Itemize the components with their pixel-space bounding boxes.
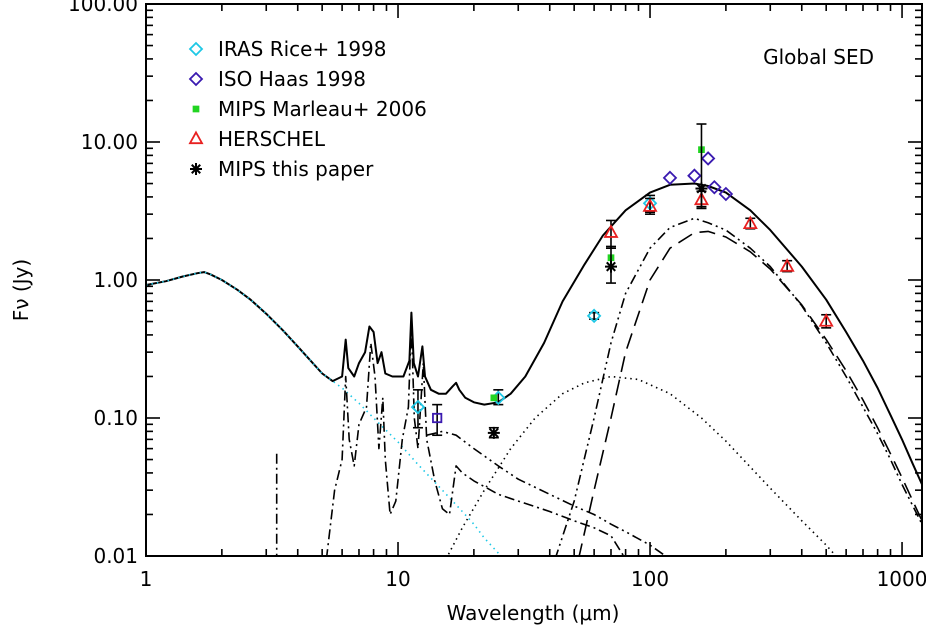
data-point-3-1 — [642, 198, 658, 212]
data-point-3-5 — [818, 313, 834, 327]
data-point-3-4 — [779, 258, 795, 272]
model-curve-solid-0 — [146, 182, 922, 485]
y-tick-label: 0.01 — [93, 544, 138, 568]
x-tick-label: 10 — [385, 567, 410, 591]
y-tick-label: 1.00 — [93, 268, 138, 292]
legend-marker-4 — [190, 163, 202, 175]
x-axis-label: Wavelength (μm) — [447, 601, 620, 625]
data-point-1-1 — [687, 168, 702, 183]
model-curve-dash-dot-dot-6 — [555, 217, 922, 556]
data-point-3-3 — [742, 215, 758, 229]
legend-marker-0 — [188, 41, 204, 57]
x-tick-label: 100 — [631, 567, 669, 591]
data-points — [410, 123, 834, 439]
data-point-3-0 — [603, 224, 619, 238]
data-point-1-2 — [700, 151, 716, 166]
data-point-5-0 — [432, 412, 443, 424]
legend-label-4: MIPS this paper — [218, 157, 374, 181]
model-curve-dashed-7 — [578, 230, 922, 556]
data-point-1-0 — [662, 170, 678, 186]
y-tick-label: 0.10 — [93, 406, 138, 430]
y-axis-label: Fν (Jy) — [9, 259, 33, 321]
y-tick-label: 10.00 — [81, 130, 138, 154]
data-point-0-0 — [410, 399, 426, 415]
legend-label-2: MIPS Marleau+ 2006 — [218, 97, 427, 121]
legend-marker-2 — [192, 105, 200, 113]
axis-ticks: 1 10 100 1000 0.01 0.10 1.00 10.00 100.00 — [68, 0, 926, 591]
model-curve-dotted-1 — [146, 271, 503, 556]
legend-marker-3 — [188, 130, 204, 145]
data-point-1-3 — [707, 179, 722, 195]
model-curve-dotted-2 — [446, 375, 837, 556]
x-tick-label: 1000 — [877, 567, 926, 591]
y-tick-label: 100.00 — [68, 0, 138, 16]
model-curve-dash-dot-dot-5 — [426, 430, 667, 556]
model-curve-dash-dot-4 — [325, 323, 625, 556]
annotation-global-sed: Global SED — [763, 45, 874, 69]
data-point-1-4 — [718, 186, 734, 202]
legend-label-3: HERSCHEL — [218, 127, 326, 151]
legend-marker-1 — [188, 71, 204, 87]
x-tick-label: 1 — [140, 567, 153, 591]
data-point-2-0 — [490, 394, 498, 402]
data-point-0-2 — [586, 308, 602, 324]
data-point-4-1 — [604, 260, 617, 273]
model-curves — [146, 182, 922, 556]
legend-label-1: ISO Haas 1998 — [218, 67, 366, 91]
error-bar — [412, 389, 423, 429]
data-point-4-2 — [695, 182, 708, 195]
legend-label-0: IRAS Rice+ 1998 — [218, 37, 387, 61]
data-point-4-0 — [487, 426, 500, 439]
error-bar — [432, 403, 443, 437]
